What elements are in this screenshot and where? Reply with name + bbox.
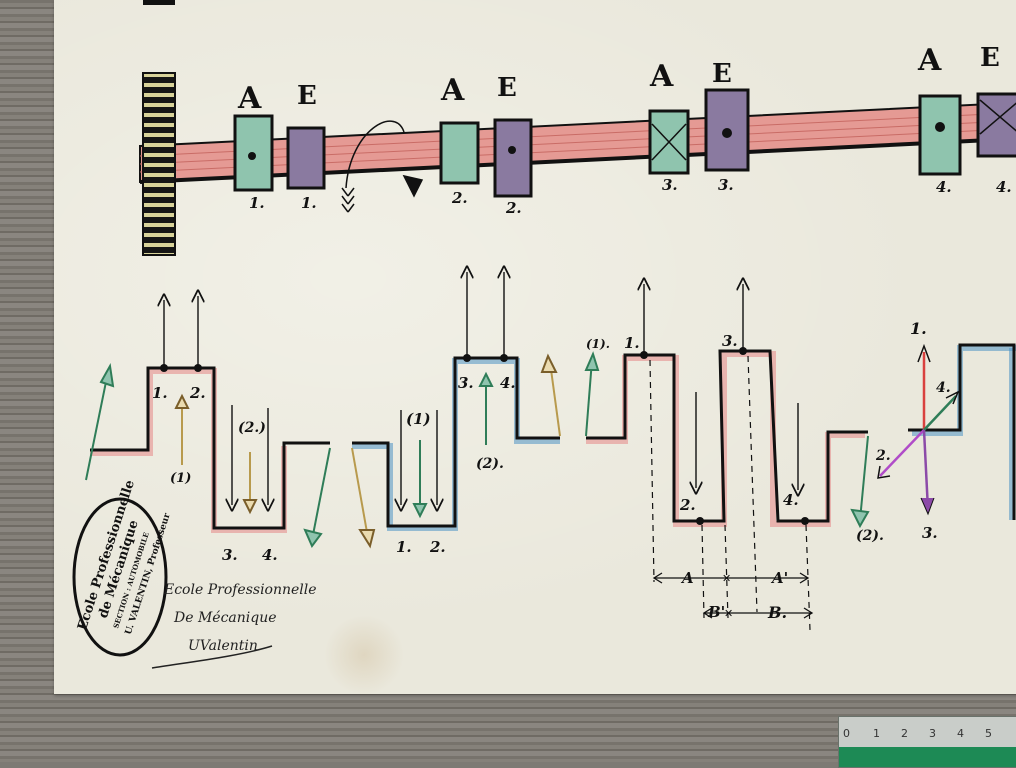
gear-top-fragment xyxy=(143,0,175,5)
svg-text:B.: B. xyxy=(767,603,787,622)
intake-label-a: A xyxy=(237,81,262,116)
svg-text:Ecole Professionnelle: Ecole Professionnelle xyxy=(163,582,317,598)
cam-pair-3: A E 3. 3. xyxy=(648,59,750,194)
svg-text:(1): (1) xyxy=(406,410,431,428)
contact-points xyxy=(160,347,809,525)
svg-text:(1).: (1). xyxy=(586,337,610,351)
svg-text:4.: 4. xyxy=(936,380,951,396)
svg-text:3.: 3. xyxy=(722,332,738,350)
svg-text:2.: 2. xyxy=(679,496,696,514)
svg-text:✕: ✕ xyxy=(722,572,731,585)
svg-text:A: A xyxy=(649,59,674,94)
svg-text:(2.): (2.) xyxy=(238,420,266,436)
svg-text:2.: 2. xyxy=(505,199,522,217)
svg-text:1.: 1. xyxy=(249,194,265,212)
cam-pair-1: A E 1. 1. xyxy=(233,81,326,212)
svg-text:De Mécanique: De Mécanique xyxy=(173,610,277,626)
exhaust-cam xyxy=(493,118,533,198)
svg-text:1.: 1. xyxy=(152,384,168,402)
svg-text:4.: 4. xyxy=(262,546,278,564)
svg-text:E: E xyxy=(712,59,732,89)
dimension-lines: ✕ ✕ xyxy=(652,572,814,620)
svg-text:A: A xyxy=(917,43,942,78)
svg-text:1.: 1. xyxy=(301,194,317,212)
svg-text:4.: 4. xyxy=(936,178,952,196)
valve-arrows xyxy=(164,272,798,505)
svg-text:4.: 4. xyxy=(783,491,799,509)
cam-pair-4: A E 4. 4. xyxy=(917,43,1016,196)
cam-pair-2: A E 2. 2. xyxy=(439,73,533,217)
svg-text:(1): (1) xyxy=(170,471,191,486)
exhaust-cam xyxy=(286,126,326,190)
svg-text:3.: 3. xyxy=(222,546,238,564)
timing-gear xyxy=(142,72,176,256)
rotation-arrow xyxy=(341,120,424,213)
svg-text:A': A' xyxy=(770,569,788,587)
intake-cam xyxy=(918,94,962,176)
svg-text:E: E xyxy=(497,73,517,103)
svg-text:B': B' xyxy=(707,603,725,621)
school-stamp: Ecole Professionnelle de Mécanique SECTI… xyxy=(72,478,173,657)
profile-labels: 1. 2. (1) (2.) 3. 4. (1) 1. 2. 3. 4. (2)… xyxy=(152,319,951,622)
exhaust-label-e: E xyxy=(297,81,317,111)
svg-text:1.: 1. xyxy=(624,334,640,352)
projection-lines xyxy=(649,355,811,631)
intake-cam xyxy=(439,121,480,185)
svg-text:2.: 2. xyxy=(451,189,468,207)
svg-text:UValentin: UValentin xyxy=(188,638,258,654)
handwritten-signature: Ecole Professionnelle De Mécanique UVale… xyxy=(151,582,317,669)
direction-cross xyxy=(877,343,960,516)
measuring-ruler: 0 1 2 3 4 5 xyxy=(838,716,1016,768)
svg-text:3.: 3. xyxy=(458,374,474,392)
svg-text:2.: 2. xyxy=(875,448,891,464)
svg-text:✕: ✕ xyxy=(724,607,733,620)
flow-arrows xyxy=(85,351,870,549)
svg-text:1.: 1. xyxy=(910,319,927,338)
svg-text:3.: 3. xyxy=(662,176,678,194)
svg-text:A: A xyxy=(440,73,465,108)
svg-text:2.: 2. xyxy=(429,538,446,556)
svg-text:(2).: (2). xyxy=(856,528,884,544)
svg-text:3.: 3. xyxy=(922,524,938,542)
svg-text:(2).: (2). xyxy=(476,456,504,472)
timing-profile-line xyxy=(90,343,1016,530)
svg-text:4.: 4. xyxy=(500,374,516,392)
svg-text:E: E xyxy=(980,43,1000,73)
svg-text:4.: 4. xyxy=(996,178,1012,196)
svg-text:3.: 3. xyxy=(718,176,734,194)
svg-text:2.: 2. xyxy=(189,384,206,402)
svg-text:1.: 1. xyxy=(396,538,412,556)
svg-text:A: A xyxy=(680,569,694,587)
